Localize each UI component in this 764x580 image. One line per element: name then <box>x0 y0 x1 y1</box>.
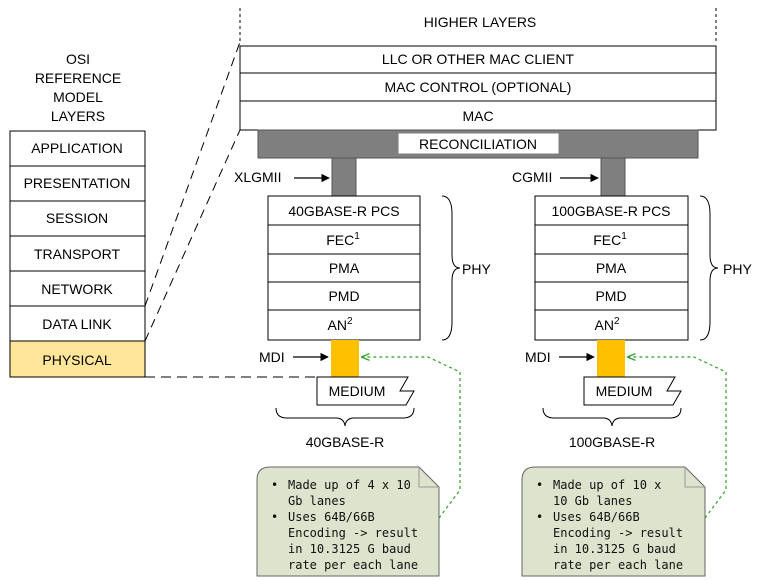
osi-title-line-3: MODEL <box>53 89 103 105</box>
mdi-40g-label: MDI <box>259 349 285 365</box>
pma-100g-label: PMA <box>596 260 627 276</box>
pmd-40g-box <box>267 281 421 311</box>
medium-40g-label: MEDIUM <box>329 383 386 399</box>
note-40g-line-4: Encoding -> result <box>288 526 418 540</box>
osi-layer-network: NETWORK <box>41 281 113 297</box>
cgmii-label: CGMII <box>512 169 552 185</box>
llc-label: LLC OR OTHER MAC CLIENT <box>382 51 575 67</box>
note-40g-fold <box>418 467 439 488</box>
note-40g-line-5: in 10.3125 G baud <box>288 542 411 556</box>
data-link-mapping-line-1 <box>144 41 241 307</box>
mdi-100g-block <box>597 340 625 377</box>
note-100g-bullet-2: • <box>536 510 543 524</box>
osi-layer-data-link: DATA LINK <box>42 316 112 332</box>
pcs-40g-box <box>267 195 421 226</box>
phy-40g-bottom-brace <box>275 407 415 427</box>
an-100g-box <box>534 309 689 341</box>
xlgmii-label: XLGMII <box>234 169 281 185</box>
phy-40g-brace <box>441 195 461 341</box>
osi-layer-stack: APPLICATION PRESENTATION SESSION TRANSPO… <box>9 130 146 378</box>
mdi-40g-block <box>331 340 359 377</box>
osi-title-line-1: OSI <box>66 51 90 67</box>
osi-title-line-2: REFERENCE <box>35 70 121 86</box>
pmd-100g-label: PMD <box>595 288 626 304</box>
osi-layer-application-box <box>9 130 146 167</box>
osi-layer-transport: TRANSPORT <box>34 246 121 262</box>
reconciliation-box <box>397 132 560 155</box>
note-100g-line-6: rate per each lane <box>553 558 683 572</box>
osi-layer-application: APPLICATION <box>31 140 123 156</box>
xlgmii-connector <box>331 157 357 197</box>
note-100g-box <box>521 466 706 577</box>
data-link-mapping-line-2 <box>144 129 241 342</box>
phy-100g-brace <box>699 195 719 341</box>
an-40g-label: AN2 <box>327 316 352 333</box>
reconciliation-label: RECONCILIATION <box>419 136 537 152</box>
mdi-100g-label: MDI <box>525 349 551 365</box>
osi-layer-data-link-box <box>9 305 146 342</box>
note-100g-line-3: Uses 64B/66B <box>553 510 640 524</box>
note-40g-box <box>256 466 440 577</box>
osi-title: OSI REFERENCE MODEL LAYERS <box>35 51 121 124</box>
note-100g-line-1: Made up of 10 x <box>553 478 661 492</box>
osi-title-line-4: LAYERS <box>51 108 105 124</box>
pma-40g-box <box>267 253 421 283</box>
fec-100g-box <box>534 224 689 255</box>
phy-100g-bottom-brace <box>542 407 682 427</box>
note-100g-line-2: 10 Gb lanes <box>553 494 632 508</box>
medium-40g-shape <box>316 376 415 406</box>
fec-40g-label: FEC1 <box>326 231 360 248</box>
note-40g-text: • Made up of 4 x 10 Gb lanes • Uses 64B/… <box>271 478 418 572</box>
pma-100g-box <box>534 253 689 283</box>
osi-layer-session-box <box>9 200 146 237</box>
note-40g-bullet-1: • <box>271 478 278 492</box>
phy-100g-name: 100GBASE-R <box>569 434 655 450</box>
phy-40g-label: PHY <box>462 261 491 277</box>
note-40g-line-1: Made up of 4 x 10 <box>288 478 411 492</box>
note-100g-fold <box>684 467 705 488</box>
an-40g-box <box>267 309 421 341</box>
mac-label: MAC <box>462 108 493 124</box>
osi-layer-transport-box <box>9 235 146 272</box>
note-100g-line-4: Encoding -> result <box>553 526 683 540</box>
medium-100g-shape <box>583 376 682 406</box>
osi-layer-physical-box <box>9 340 146 378</box>
note-40g-bullet-2: • <box>271 510 278 524</box>
note-100g-line-5: in 10.3125 G baud <box>553 542 676 556</box>
note-40g-pointer-arrow <box>362 357 461 519</box>
cgmii-connector <box>600 157 626 197</box>
pcs-100g-box <box>534 195 689 226</box>
osi-layer-presentation-box <box>9 165 146 202</box>
note-40g-line-2: Gb lanes <box>288 494 346 508</box>
medium-100g-label: MEDIUM <box>596 383 653 399</box>
pmd-40g-label: PMD <box>328 288 359 304</box>
note-100g-text: • Made up of 10 x 10 Gb lanes • Uses 64B… <box>536 478 683 572</box>
note-40g-line-6: rate per each lane <box>288 558 418 572</box>
phy-40g-name: 40GBASE-R <box>306 434 385 450</box>
pmd-100g-box <box>534 281 689 311</box>
note-100g-bullet-1: • <box>536 478 543 492</box>
pma-40g-label: PMA <box>329 260 360 276</box>
phy-100g-label: PHY <box>723 261 752 277</box>
pcs-100g-label: 100GBASE-R PCS <box>551 203 670 219</box>
osi-layer-physical: PHYSICAL <box>42 352 111 368</box>
an-100g-label: AN2 <box>594 316 619 333</box>
osi-layer-presentation: PRESENTATION <box>24 175 131 191</box>
mac-box <box>239 100 717 131</box>
note-100g-pointer-arrow <box>628 357 727 519</box>
mac-control-label: MAC CONTROL (OPTIONAL) <box>385 79 572 95</box>
llc-box <box>239 45 717 74</box>
note-40g-line-3: Uses 64B/66B <box>288 510 375 524</box>
osi-layer-session: SESSION <box>46 210 108 226</box>
pcs-40g-label: 40GBASE-R PCS <box>288 203 399 219</box>
higher-layers-label: HIGHER LAYERS <box>424 14 537 30</box>
fec-100g-label: FEC1 <box>593 231 627 248</box>
